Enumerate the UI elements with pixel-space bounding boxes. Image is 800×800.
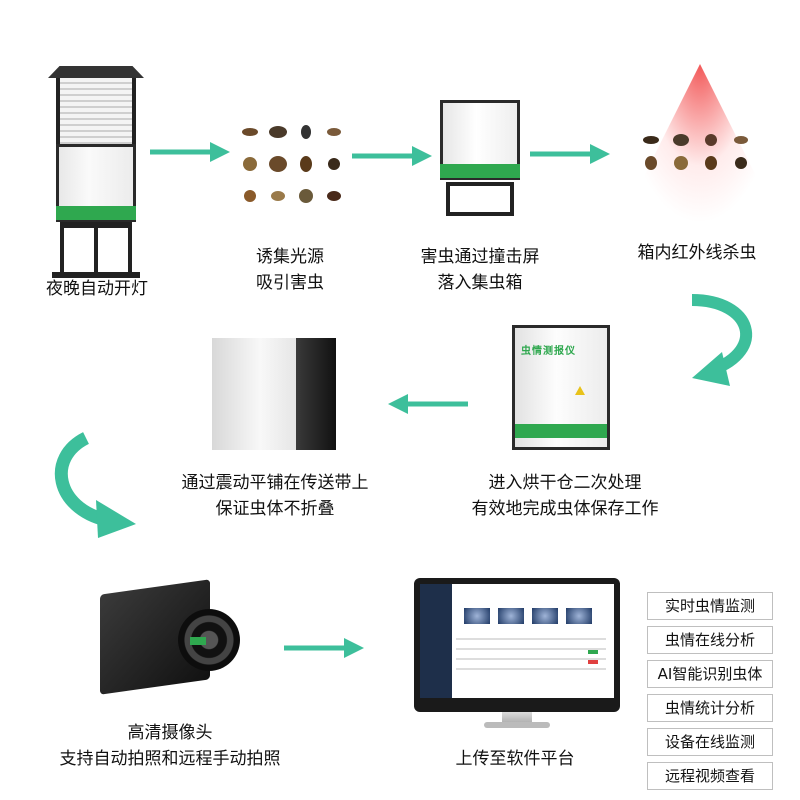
trap-stand <box>60 222 132 276</box>
insect-icon <box>300 156 312 172</box>
step7-line1: 高清摄像头 <box>127 723 213 743</box>
insect-icon <box>299 189 313 203</box>
status-button <box>588 660 598 664</box>
insect-icon <box>643 135 659 144</box>
step3-line2: 落入集虫箱 <box>437 273 523 293</box>
step5-line2: 有效地完成虫体保存工作 <box>471 499 659 519</box>
pest-reporter-device: 虫情测报仪 <box>512 325 610 450</box>
capture-thumbnail <box>464 608 490 624</box>
step3-caption: 害虫通过撞击屏 落入集虫箱 <box>390 244 570 296</box>
step6-caption: 通过震动平铺在传送带上 保证虫体不折叠 <box>150 470 400 522</box>
step5-caption: 进入烘干仓二次处理 有效地完成虫体保存工作 <box>440 470 690 522</box>
insect-icon <box>705 133 717 146</box>
step4-line1: 箱内红外线杀虫 <box>637 243 757 263</box>
table-row <box>456 658 606 660</box>
reporter-green-stripe <box>515 424 607 438</box>
curved-arrow-icon <box>691 294 753 386</box>
table-row <box>456 648 606 650</box>
step4-caption: 箱内红外线杀虫 <box>612 240 782 266</box>
step2-line2: 吸引害虫 <box>256 273 324 293</box>
platform-sidebar <box>420 584 452 698</box>
capture-thumbnail <box>498 608 524 624</box>
step6-line1: 通过震动平铺在传送带上 <box>181 473 369 493</box>
collector-stand <box>446 182 514 216</box>
feature-item: 远程视频查看 <box>647 762 773 790</box>
step7-line2: 支持自动拍照和远程手动拍照 <box>59 749 281 769</box>
lens-ring <box>190 637 206 645</box>
insect-icon <box>301 125 311 139</box>
arrow-right-icon <box>530 144 610 164</box>
insect-icon <box>705 155 717 170</box>
hd-camera-image <box>100 565 240 695</box>
arrow-right-icon <box>150 142 230 162</box>
insect-icon <box>269 156 287 172</box>
feature-item: AI智能识别虫体 <box>647 660 773 688</box>
insect-icon <box>243 157 257 171</box>
feature-list: 实时虫情监测 虫情在线分析 AI智能识别虫体 虫情统计分析 设备在线监测 远程视… <box>647 592 773 796</box>
step6-line2: 保证虫体不折叠 <box>215 499 335 519</box>
feature-item: 设备在线监测 <box>647 728 773 756</box>
insect-icon <box>327 191 341 201</box>
trap-base <box>52 272 140 278</box>
trap-roof <box>48 66 144 78</box>
step3-line1: 害虫通过撞击屏 <box>420 247 540 267</box>
killed-insects-image <box>636 128 756 198</box>
arrow-left-icon <box>388 394 468 414</box>
capture-thumbnail <box>566 608 592 624</box>
warning-icon <box>575 386 585 395</box>
camera-lens-icon <box>178 609 240 671</box>
insect-icon <box>735 156 747 169</box>
insect-icon <box>271 191 285 201</box>
step8-line1: 上传至软件平台 <box>455 749 575 769</box>
insect-icon <box>734 135 748 144</box>
step1-line1: 夜晚自动开灯 <box>46 279 148 299</box>
table-row <box>456 638 606 640</box>
step7-caption: 高清摄像头 支持自动拍照和远程手动拍照 <box>20 720 320 772</box>
feature-item: 虫情统计分析 <box>647 694 773 722</box>
insect-icon <box>674 155 688 170</box>
step8-caption: 上传至软件平台 <box>420 746 610 772</box>
insect-icon <box>244 190 256 202</box>
insect-icon <box>673 133 689 146</box>
step1-caption: 夜晚自动开灯 <box>30 276 164 302</box>
insect-icon <box>328 158 340 170</box>
feature-item: 虫情在线分析 <box>647 626 773 654</box>
collector-box-device <box>440 100 520 218</box>
step2-caption: 诱集光源 吸引害虫 <box>220 244 360 296</box>
insect-icon <box>242 128 258 136</box>
insect-icon <box>327 128 341 136</box>
insect-grid-image <box>236 116 348 212</box>
curved-arrow-icon <box>54 432 136 538</box>
insect-icon <box>645 155 657 170</box>
table-row <box>456 668 606 670</box>
conveyor-belt-image <box>212 338 336 450</box>
arrow-right-icon <box>352 146 432 166</box>
arrow-right-icon <box>284 638 364 658</box>
trap-green-stripe <box>56 206 136 220</box>
insect-icon <box>269 126 287 138</box>
step5-line1: 进入烘干仓二次处理 <box>488 473 642 493</box>
monitor-neck <box>502 712 532 724</box>
insect-trap-device <box>48 66 144 280</box>
reporter-title: 虫情测报仪 <box>521 346 576 357</box>
feature-item: 实时虫情监测 <box>647 592 773 620</box>
status-button <box>588 650 598 654</box>
monitor-display <box>420 584 614 698</box>
conveyor-belt <box>212 338 308 450</box>
conveyor-frame <box>296 338 336 450</box>
trap-louvre <box>56 78 136 144</box>
monitor-foot <box>484 722 550 728</box>
step2-line1: 诱集光源 <box>256 247 324 267</box>
software-platform-monitor <box>414 578 620 728</box>
collector-green-stripe <box>440 164 520 178</box>
capture-thumbnail <box>532 608 558 624</box>
